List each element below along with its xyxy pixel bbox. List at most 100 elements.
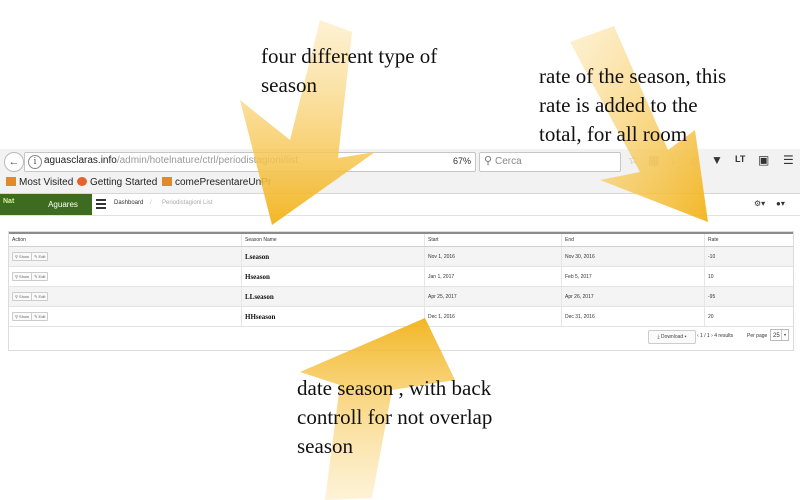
edit-label: Edit: [38, 274, 46, 279]
languagetool-icon[interactable]: LT: [735, 154, 746, 164]
season-name-cell: HHseason: [241, 306, 425, 327]
edit-label: Edit: [38, 314, 46, 319]
end-cell: Nov 30, 2016: [561, 246, 705, 267]
column-header-rate[interactable]: Rate: [704, 232, 793, 247]
bookmark-getting-started[interactable]: Getting Started: [77, 177, 157, 188]
column-header-season-name[interactable]: Season Name: [241, 232, 425, 247]
download-arrow-icon[interactable]: ↓: [670, 153, 676, 167]
firefox-icon: [77, 177, 87, 186]
per-page-select[interactable]: 25▾: [770, 329, 789, 341]
start-cell: Jan 1, 2017: [424, 266, 562, 287]
back-button[interactable]: ←: [4, 152, 24, 172]
zoom-level[interactable]: 67%: [453, 156, 472, 166]
url-text: aguasclaras.info/admin/hotelnature/ctrl/…: [44, 155, 298, 166]
column-header-end[interactable]: End: [561, 232, 705, 247]
season-name-cell: LLseason: [241, 286, 425, 307]
folder-icon: [162, 177, 172, 186]
back-arrow-icon: ←: [8, 156, 20, 168]
annotation-line: total, for all room: [539, 122, 688, 146]
rate-cell: 20: [704, 306, 793, 327]
action-cell: ⚲ Show✎ Edit: [9, 246, 242, 267]
bookmark-label: comePresentareUnPr: [175, 177, 272, 188]
search-icon: ⚲: [484, 155, 493, 167]
address-bar[interactable]: i aguasclaras.info/admin/hotelnature/ctr…: [24, 152, 492, 172]
download-label: Download: [660, 334, 684, 340]
column-header-start[interactable]: Start: [424, 232, 562, 247]
pocket-icon[interactable]: ▼: [711, 153, 723, 167]
annotation-season-types: four different type of season: [261, 42, 437, 100]
show-label: Show: [19, 274, 30, 279]
edit-label: Edit: [38, 254, 46, 259]
end-cell: Dec 31, 2016: [561, 306, 705, 327]
season-name-cell: Hseason: [241, 266, 425, 287]
table-row: ⚲ Show✎ Edit LLseason Apr 25, 2017 Apr 2…: [9, 286, 793, 307]
library-icon[interactable]: ▦: [648, 153, 660, 167]
show-button[interactable]: ⚲ Show: [12, 292, 33, 301]
edit-label: Edit: [38, 294, 46, 299]
screenshot-icon[interactable]: ▣: [758, 153, 770, 167]
navigation-toolbar: ← i aguasclaras.info/admin/hotelnature/c…: [0, 149, 800, 174]
bookmark-come-presentare[interactable]: comePresentareUnPr: [162, 177, 271, 188]
annotation-line: four different type of: [261, 44, 438, 68]
breadcrumb-dashboard[interactable]: Dashboard: [114, 200, 144, 206]
start-cell: Nov 1, 2016: [424, 246, 562, 267]
edit-button[interactable]: ✎ Edit: [31, 252, 49, 261]
end-cell: Feb 5, 2017: [561, 266, 705, 287]
annotation-line: controll for not overlap: [297, 405, 493, 429]
bookmarks-toolbar: Most Visited Getting Started comePresent…: [0, 173, 800, 194]
rate-cell: -95: [704, 286, 793, 307]
settings-dropdown-icon[interactable]: ⚙▾: [754, 199, 766, 208]
menu-icon[interactable]: ☰: [783, 153, 794, 167]
bookmark-most-visited[interactable]: Most Visited: [6, 177, 73, 188]
logo-text: Nat: [3, 198, 15, 205]
show-button[interactable]: ⚲ Show: [12, 252, 33, 261]
annotation-line: season: [297, 434, 353, 458]
action-cell: ⚲ Show✎ Edit: [9, 306, 242, 327]
download-button[interactable]: ⤓ Download ▾: [648, 330, 696, 344]
season-name-cell: Lseason: [241, 246, 425, 267]
search-bar[interactable]: ⚲ Cerca: [479, 152, 621, 172]
annotation-line: season: [261, 73, 317, 97]
start-cell: Dec 1, 2016: [424, 306, 562, 327]
breadcrumb-current: Periodistagioni List: [162, 200, 213, 206]
download-icon: ⤓: [657, 334, 660, 340]
annotation-line: rate is added to the: [539, 93, 698, 117]
column-header-action[interactable]: Action: [9, 232, 242, 247]
home-icon[interactable]: ⌂: [690, 153, 698, 167]
breadcrumb-separator: /: [150, 200, 152, 206]
bookmark-label: Getting Started: [90, 177, 158, 188]
edit-button[interactable]: ✎ Edit: [31, 312, 49, 321]
hamburger-menu-icon[interactable]: [96, 199, 106, 211]
table-row: ⚲ Show✎ Edit Hseason Jan 1, 2017 Feb 5, …: [9, 266, 793, 287]
browser-window: ← i aguasclaras.info/admin/hotelnature/c…: [0, 149, 800, 351]
show-button[interactable]: ⚲ Show: [12, 272, 33, 281]
folder-icon: [6, 177, 16, 186]
table-footer: ⤓ Download ▾ ‹ 1 / 1 › 4 results Per pag…: [9, 326, 793, 346]
show-label: Show: [19, 294, 30, 299]
annotation-date: date season , with back controll for not…: [297, 374, 492, 461]
pagination-info[interactable]: ‹ 1 / 1 › 4 results: [697, 333, 734, 339]
rate-cell: -10: [704, 246, 793, 267]
bookmark-star-icon[interactable]: ☆: [628, 153, 639, 167]
season-table: Action Season Name Start End Rate ⚲ Show…: [9, 232, 793, 327]
show-button[interactable]: ⚲ Show: [12, 312, 33, 321]
show-label: Show: [19, 314, 30, 319]
edit-button[interactable]: ✎ Edit: [31, 292, 49, 301]
action-cell: ⚲ Show✎ Edit: [9, 266, 242, 287]
table-header-row: Action Season Name Start End Rate: [9, 232, 793, 247]
chevron-down-icon: ▾: [781, 330, 788, 340]
site-info-icon[interactable]: i: [28, 155, 42, 169]
per-page-label: Per page: [747, 333, 768, 339]
bookmark-label: Most Visited: [19, 177, 74, 188]
user-dropdown-icon[interactable]: ●▾: [776, 199, 785, 208]
app-name[interactable]: Aguares: [34, 194, 92, 215]
app-logo[interactable]: Nat: [0, 194, 34, 215]
edit-button[interactable]: ✎ Edit: [31, 272, 49, 281]
annotation-line: rate of the season, this: [539, 64, 727, 88]
app-header: Nat Aguares Dashboard / Periodistagioni …: [0, 194, 800, 216]
show-label: Show: [19, 254, 30, 259]
annotation-line: date season , with back: [297, 376, 492, 400]
rate-cell: 10: [704, 266, 793, 287]
table-row: ⚲ Show✎ Edit HHseason Dec 1, 2016 Dec 31…: [9, 306, 793, 327]
search-placeholder: Cerca: [495, 156, 522, 167]
